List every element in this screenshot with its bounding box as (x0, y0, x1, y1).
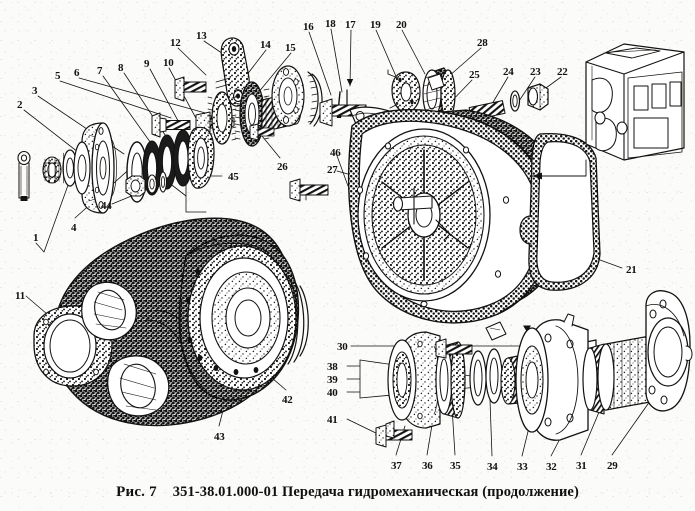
housing-gasket-21 (519, 132, 601, 291)
callout-26: 26 (277, 161, 288, 173)
callout-33: 33 (517, 461, 528, 473)
bearing-carrier-33 (515, 313, 589, 441)
callout-13: 13 (196, 30, 207, 42)
callout-27: 27 (327, 164, 338, 176)
nut-44-washer-45 (125, 171, 168, 197)
center-hex-bolt (319, 98, 367, 127)
callout-10: 10 (163, 57, 174, 69)
callout-20: 20 (396, 19, 407, 31)
lock-plate-19 (387, 69, 421, 113)
splined-sleeve-31 (597, 335, 651, 411)
callout-35: 35 (450, 460, 461, 472)
bolt-30-fixing (435, 338, 473, 359)
callout-39: 39 (327, 374, 338, 386)
callout-44: 44 (101, 200, 112, 212)
callout-30: 30 (337, 341, 348, 353)
bolt-41 (375, 424, 413, 448)
callout-6: 6 (74, 67, 80, 79)
transmission-case-box (529, 43, 685, 180)
callout-31: 31 (576, 460, 587, 472)
seal-ring-stack (126, 126, 215, 203)
callout-24: 24 (503, 66, 514, 78)
callout-17: 17 (345, 19, 356, 31)
callout-23: 23 (530, 66, 541, 78)
callout-4: 4 (71, 222, 77, 234)
seal-35 (435, 341, 466, 419)
callout-45: 45 (228, 171, 239, 183)
callout-38: 38 (327, 361, 338, 373)
callout-37: 37 (391, 460, 402, 472)
callout-42: 42 (282, 394, 293, 406)
callout-7: 7 (97, 65, 103, 77)
figure-title-text: 351-38.01.000-01 Передача гидромеханичес… (172, 484, 579, 500)
callout-32: 32 (546, 461, 557, 473)
callout-18: 18 (325, 18, 336, 30)
gear-14 (207, 91, 237, 145)
callout-40: 40 (327, 387, 338, 399)
nut-22 (527, 83, 549, 111)
callout-9: 9 (144, 58, 150, 70)
drive-sprocket (271, 65, 323, 127)
bolt-5 (151, 112, 191, 138)
callout-36: 36 (422, 460, 433, 472)
bolt-46-fixing (289, 178, 329, 202)
figure-caption: Рис. 7 351-38.01.000-01 Передача гидромех… (0, 483, 695, 501)
cover-36 (387, 331, 441, 429)
callout-28: 28 (477, 37, 488, 49)
callout-25: 25 (469, 69, 480, 81)
callout-43: 43 (214, 431, 225, 443)
callout-8: 8 (118, 62, 124, 74)
hex-bolt-37 (385, 420, 395, 439)
callout-3: 3 (32, 85, 38, 97)
callout-5: 5 (55, 70, 61, 82)
bolt-26 (249, 123, 275, 141)
callout-14: 14 (260, 39, 271, 51)
small-bracket-lower (485, 321, 507, 341)
lever-bracket-13 (215, 37, 250, 107)
callout-46: 46 (330, 147, 341, 159)
callout-19: 19 (370, 19, 381, 31)
callout-22: 22 (557, 66, 568, 78)
output-shaft-assembly (375, 290, 693, 448)
callout-1: 1 (33, 232, 39, 244)
callout-21: 21 (626, 264, 637, 276)
callout-2: 2 (17, 99, 23, 111)
callout-34: 34 (487, 461, 498, 473)
bracket-28 (427, 73, 445, 91)
callout-29: 29 (607, 460, 618, 472)
callout-15: 15 (285, 42, 296, 54)
callout-16: 16 (303, 21, 314, 33)
figure-number-label: Рис. 7 (116, 484, 157, 500)
washer-23 (509, 90, 521, 112)
callout-12: 12 (170, 37, 181, 49)
part-group-left-hub (17, 122, 117, 214)
callout-11: 11 (15, 290, 25, 302)
output-flange-29 (645, 290, 693, 412)
callout-41: 41 (327, 414, 338, 426)
bolt-12 (174, 76, 207, 102)
torque-converter-assembly (33, 217, 309, 427)
shim-rings-34 (469, 348, 503, 406)
